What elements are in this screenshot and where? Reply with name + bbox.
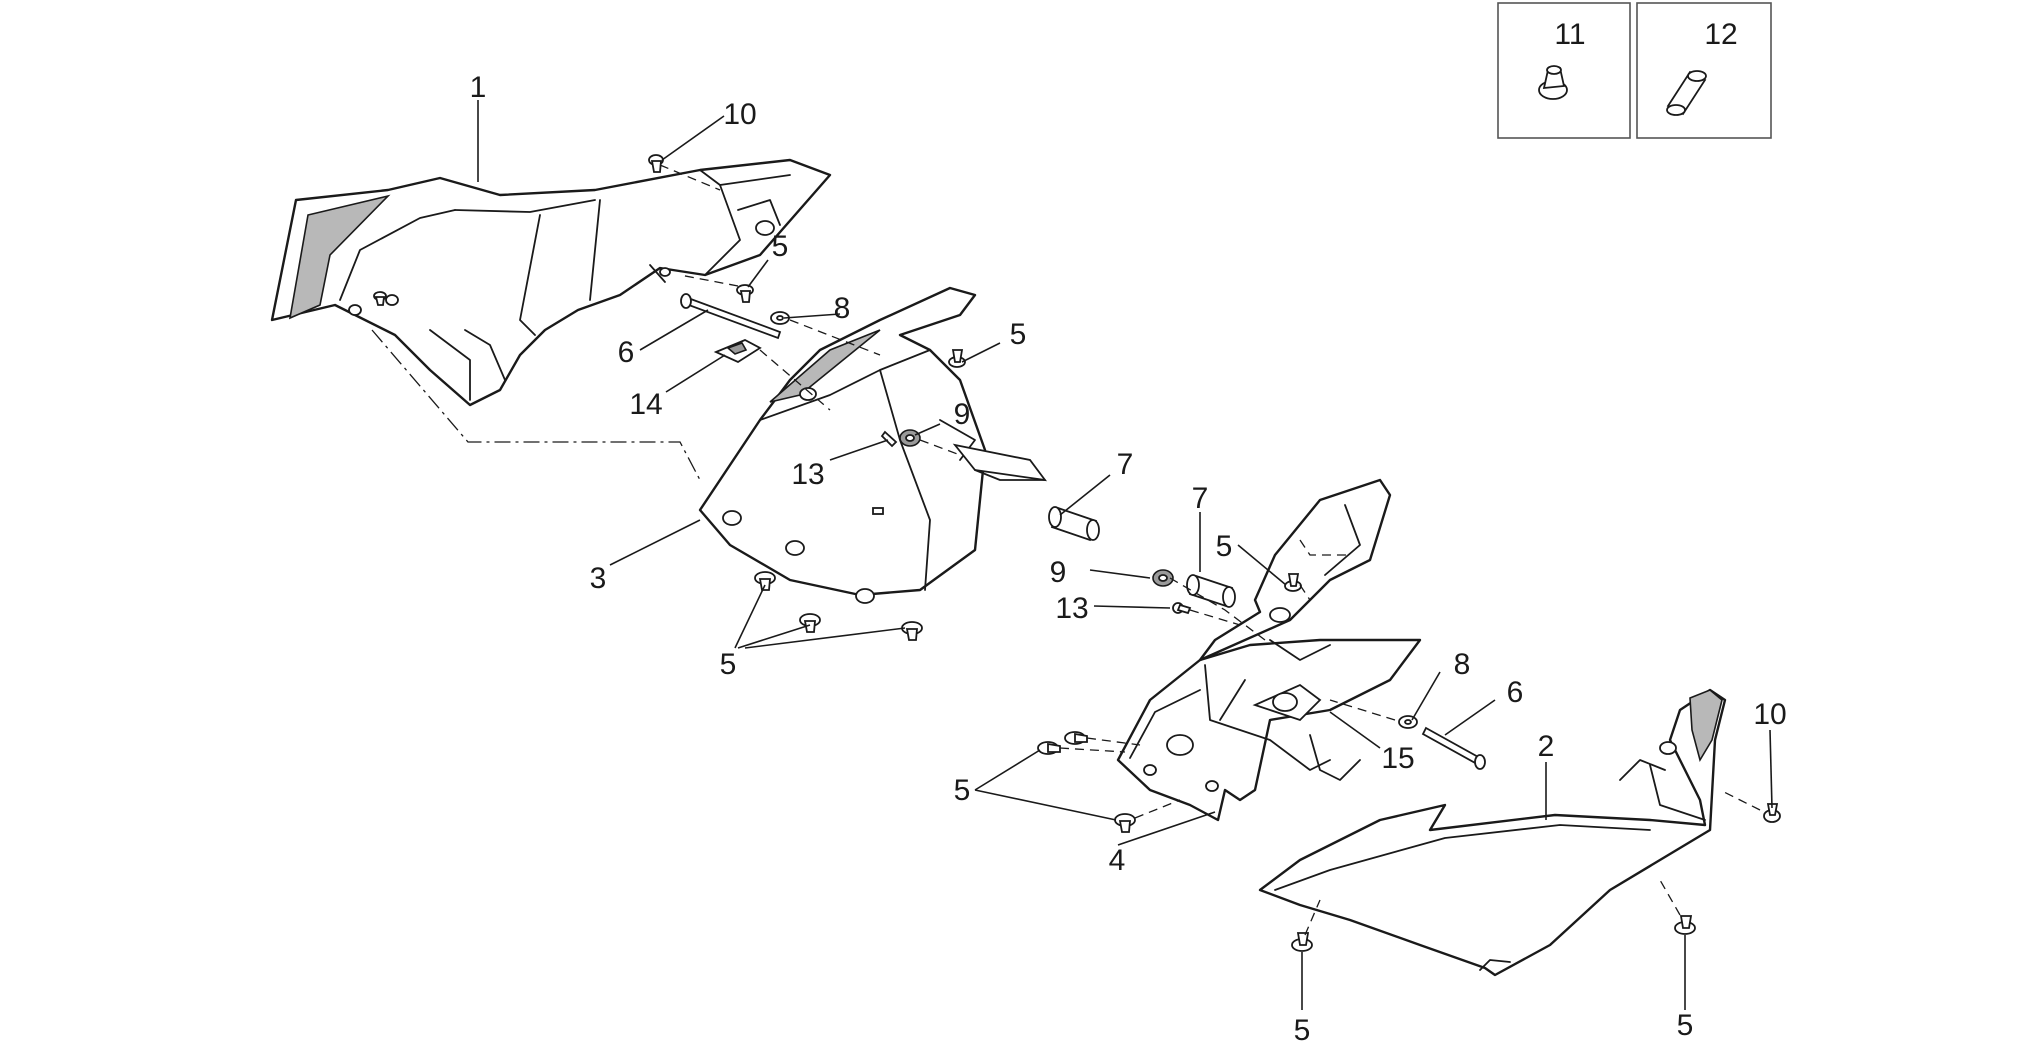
spacer-icon — [1048, 506, 1100, 542]
washer-icon — [770, 311, 790, 325]
leader-lines — [477, 100, 1773, 1010]
clip-icon — [713, 339, 762, 364]
screw-icon — [736, 284, 754, 303]
assembly-lines — [371, 164, 1761, 936]
callout-6-lower: 6 — [1507, 676, 1524, 709]
callout-6-upper: 6 — [618, 336, 635, 369]
washer-icon — [1398, 715, 1418, 729]
callout-1: 1 — [470, 71, 487, 104]
callout-10-lower: 10 — [1753, 698, 1786, 731]
rivet-icon — [1538, 65, 1568, 100]
screw-icon — [799, 613, 821, 633]
callout-8-lower: 8 — [1454, 648, 1471, 681]
spacer-bush-icon — [1666, 70, 1707, 116]
screw-icon — [1674, 915, 1696, 935]
screw-icon — [373, 291, 387, 306]
callout-2: 2 — [1538, 730, 1555, 763]
screw-icon — [1763, 803, 1781, 823]
screw-icon — [880, 430, 898, 448]
part-1-upper-side-panel — [270, 158, 832, 407]
callout-8-upper: 8 — [834, 292, 851, 325]
part-4-lower-bracket — [1116, 478, 1422, 822]
callout-5-lower-left: 5 — [720, 648, 737, 681]
callout-3: 3 — [590, 562, 607, 595]
callout-5-bottom: 5 — [1294, 1014, 1311, 1047]
screw-icon — [1172, 602, 1192, 615]
part-3-center-cover — [698, 286, 1048, 604]
callout-9-lower: 9 — [1050, 556, 1067, 589]
bolt-icon — [680, 293, 782, 340]
screw-icon — [901, 621, 923, 641]
screw-icon — [754, 571, 776, 591]
screw-icon — [648, 154, 664, 173]
callout-5-bottom-right: 5 — [1677, 1009, 1694, 1042]
callout-5-bottom-left: 5 — [954, 774, 971, 807]
callout-4: 4 — [1109, 844, 1126, 877]
callout-15: 15 — [1381, 742, 1414, 775]
callout-14: 14 — [629, 388, 662, 421]
screw-icon — [1284, 573, 1302, 592]
callout-13-lower: 13 — [1055, 592, 1088, 625]
screw-icon — [1037, 741, 1061, 755]
grommet-icon — [1152, 569, 1174, 587]
screw-icon — [948, 349, 966, 368]
callout-13-upper: 13 — [791, 458, 824, 491]
inset-box-12: 12 — [1636, 2, 1772, 139]
part-2-lower-side-panel — [1258, 688, 1727, 977]
callout-5-center: 5 — [1216, 530, 1233, 563]
screw-icon — [1064, 731, 1088, 745]
grommet-icon — [899, 429, 921, 447]
callout-5-right-upper: 5 — [1010, 318, 1027, 351]
callout-10-upper: 10 — [723, 98, 756, 131]
screw-icon — [1291, 932, 1313, 952]
hardware — [373, 154, 1781, 952]
callout-7-lower: 7 — [1192, 482, 1209, 515]
callout-9-upper: 9 — [954, 398, 971, 431]
callout-labels: 1 10 5 8 6 14 5 9 13 7 3 5 7 5 9 13 8 6 … — [470, 71, 1787, 1047]
callout-7-upper: 7 — [1117, 448, 1134, 481]
callout-5-upper: 5 — [772, 230, 789, 263]
bolt-icon — [1421, 726, 1486, 770]
callout-11: 11 — [1554, 18, 1585, 51]
inset-box-11: 11 — [1497, 2, 1631, 139]
screw-icon — [1114, 813, 1136, 833]
callout-12: 12 — [1704, 18, 1737, 51]
